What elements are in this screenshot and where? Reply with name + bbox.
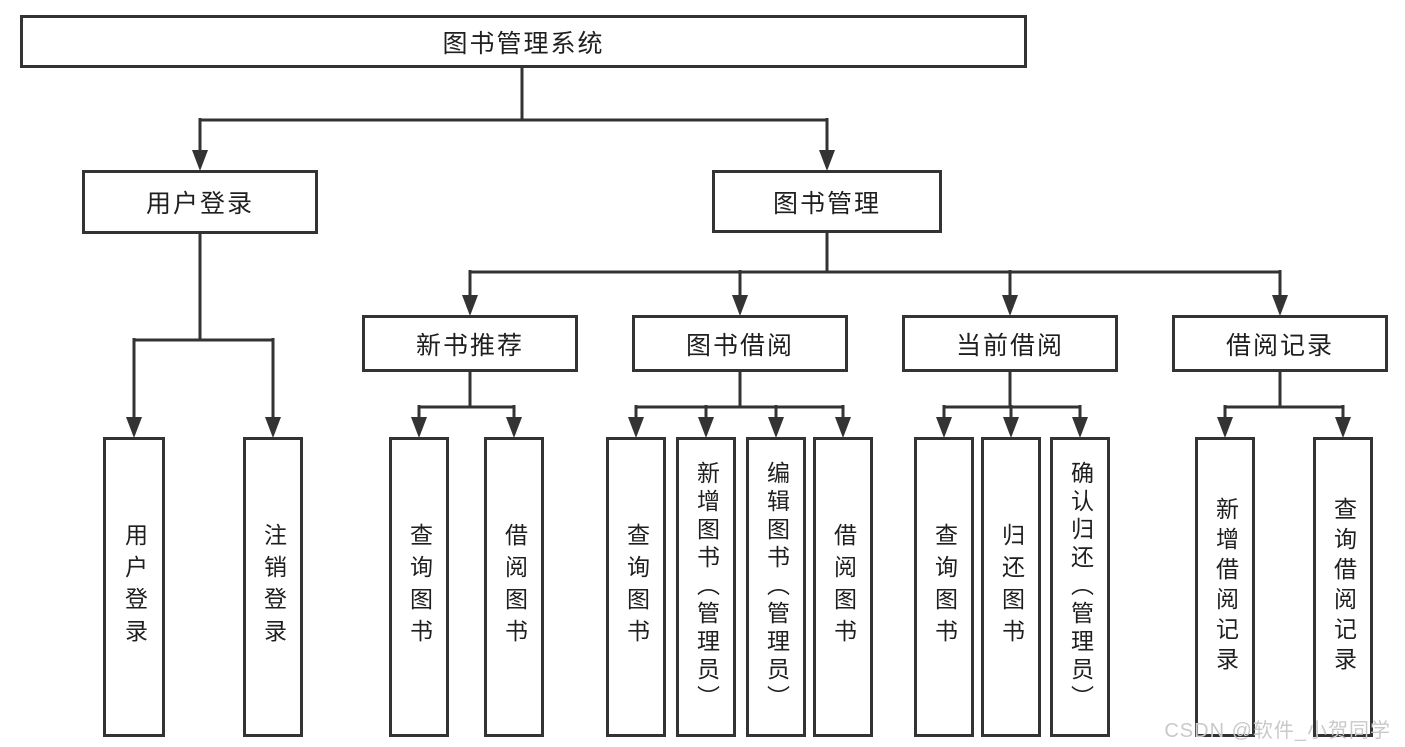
leaf-label: 编辑图书（管理员）	[763, 461, 790, 713]
leaf-add-book-admin: 新增图书（管理员）	[676, 437, 736, 737]
leaf-label: 查询图书	[623, 523, 650, 651]
leaf-label: 注销登录	[260, 523, 287, 651]
leaf-query-books-2: 查询图书	[606, 437, 666, 737]
arrowheads	[126, 150, 1351, 438]
leaf-label: 确认归还（管理员）	[1067, 461, 1094, 713]
leaf-label: 借阅图书	[830, 523, 857, 651]
leaf-label: 新增借阅记录	[1212, 497, 1239, 677]
watermark: CSDN @软件_小贺同学	[1164, 720, 1391, 742]
node-label: 图书管理	[772, 189, 881, 218]
node-label: 用户登录	[145, 190, 254, 218]
node-label: 图书借阅	[685, 331, 794, 360]
leaf-user-login: 用户登录	[103, 437, 165, 737]
leaf-label: 查询借阅记录	[1330, 497, 1357, 677]
leaf-confirm-return-admin: 确认归还（管理员）	[1050, 437, 1110, 737]
node-library-management-system: 图书管理系统	[20, 15, 1027, 68]
node-borrowing-records: 借阅记录	[1172, 315, 1388, 372]
leaf-label: 新增图书（管理员）	[693, 461, 720, 713]
node-book-management: 图书管理	[712, 170, 942, 233]
node-book-borrowing: 图书借阅	[632, 315, 848, 372]
leaf-label: 借阅图书	[501, 523, 528, 651]
node-new-book-recommend: 新书推荐	[362, 315, 578, 372]
leaf-query-books-1: 查询图书	[389, 437, 449, 737]
leaf-borrow-books-2: 借阅图书	[813, 437, 873, 737]
node-user-login: 用户登录	[82, 170, 318, 234]
leaf-label: 查询图书	[406, 523, 433, 651]
leaf-label: 归还图书	[998, 523, 1025, 651]
leaf-add-borrow-record: 新增借阅记录	[1195, 437, 1255, 737]
leaf-return-books: 归还图书	[981, 437, 1041, 737]
node-label: 当前借阅	[955, 331, 1064, 360]
node-current-borrowing: 当前借阅	[902, 315, 1118, 372]
leaf-borrow-books-1: 借阅图书	[484, 437, 544, 737]
leaf-logout: 注销登录	[243, 437, 303, 737]
node-label: 图书管理系统	[442, 29, 605, 58]
leaf-label: 查询图书	[931, 523, 958, 651]
leaf-query-books-3: 查询图书	[914, 437, 974, 737]
leaf-query-borrow-record: 查询借阅记录	[1313, 437, 1373, 737]
leaf-edit-book-admin: 编辑图书（管理员）	[746, 437, 806, 737]
node-label: 新书推荐	[415, 331, 524, 360]
node-label: 借阅记录	[1225, 331, 1334, 360]
leaf-label: 用户登录	[121, 523, 148, 651]
